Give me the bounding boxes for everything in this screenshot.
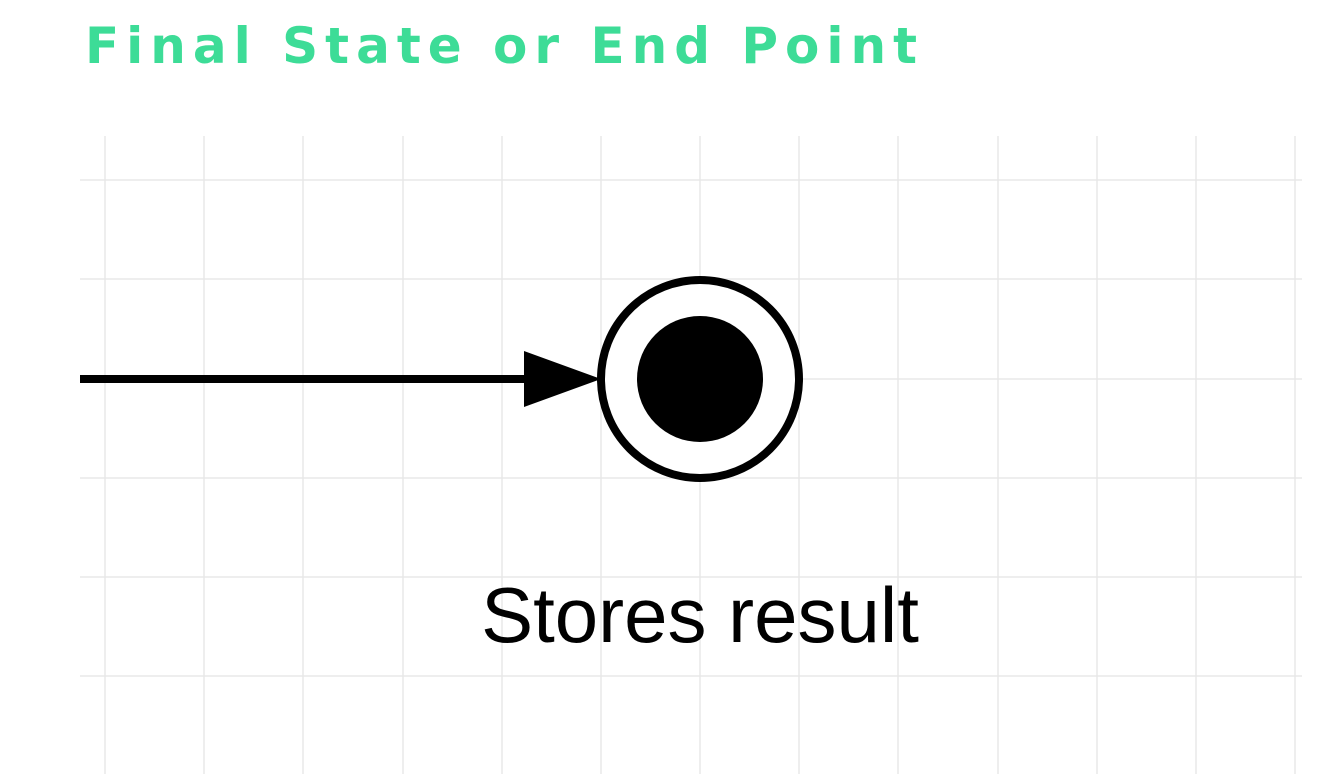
node-label: Stores result [481,571,919,659]
page-title: Final State or End Point [85,17,925,75]
final-state-node[interactable] [597,276,803,482]
transition-edge[interactable] [80,351,601,407]
final-state-inner-dot [637,316,763,442]
arrowhead-icon [524,351,601,407]
